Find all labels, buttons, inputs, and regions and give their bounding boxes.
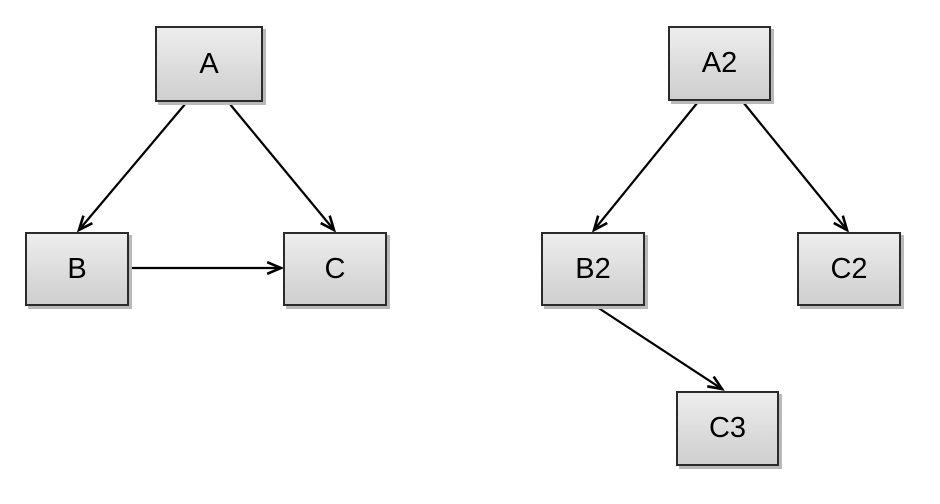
node-a2[interactable]: A2: [668, 26, 771, 101]
node-c2[interactable]: C2: [797, 232, 901, 306]
node-c3[interactable]: C3: [676, 391, 779, 466]
node-b[interactable]: B: [25, 232, 129, 306]
edge-a-c[interactable]: [228, 102, 337, 233]
edge-b2-c3[interactable]: [596, 306, 725, 391]
edge-a2-b2-arrowhead-icon: [591, 215, 608, 233]
node-a-label: A: [199, 47, 219, 80]
edge-b-c[interactable]: [130, 260, 285, 276]
node-b2-label: B2: [575, 252, 611, 285]
node-c2-label: C2: [830, 252, 868, 285]
node-a2-label: A2: [701, 47, 738, 79]
edge-b2-c3-arrowhead-icon: [707, 375, 725, 391]
edge-a-b-arrowhead-icon: [76, 215, 93, 233]
node-c-label: C: [324, 252, 346, 285]
node-b-label: B: [67, 252, 87, 285]
edge-a2-b2[interactable]: [591, 101, 699, 233]
edge-a2-c2-arrowhead-icon: [833, 215, 850, 233]
node-b2[interactable]: B2: [541, 232, 645, 306]
edge-b-c-arrowhead-icon: [266, 260, 285, 276]
edge-a2-c2[interactable]: [742, 101, 850, 233]
edge-a-c-arrowhead-icon: [320, 215, 337, 233]
edge-a-b[interactable]: [76, 102, 187, 233]
node-a[interactable]: A: [155, 26, 263, 102]
node-c3-label: C3: [708, 412, 747, 444]
node-c[interactable]: C: [283, 232, 387, 306]
